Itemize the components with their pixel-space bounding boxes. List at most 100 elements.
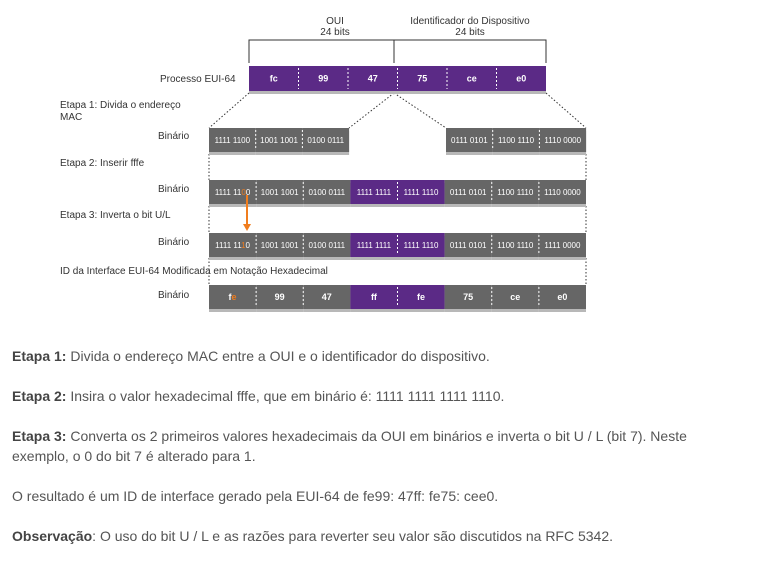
- bin-seg-7-text: 1111 0000: [544, 241, 581, 250]
- step3-label: Etapa 3: Inverta o bit U/L: [60, 210, 171, 221]
- bin-seg-1-text: 1001 1001: [261, 188, 299, 197]
- dotted-guides: [208, 92, 587, 285]
- note-paragraph: Observação: O uso do bit U / L e as razõ…: [12, 526, 747, 546]
- step1-paragraph: Etapa 1: Divida o endereço MAC entre a O…: [12, 346, 747, 366]
- result-hex-75-box: [444, 285, 492, 309]
- bin-seg-3-text: 1111 1111: [357, 241, 392, 250]
- oui-bin-box: [209, 128, 256, 152]
- result-hex-99-text: 99: [275, 292, 285, 302]
- result-hex-99-box: [256, 285, 304, 309]
- bin-seg-0-text: 1111 1110: [215, 241, 250, 250]
- step1-label-line1: Etapa 1: Divida o endereço: [60, 100, 181, 111]
- mac-hex-75-text: 75: [417, 74, 427, 84]
- dev-bin-box: [539, 128, 587, 152]
- oui-title: OUI: [326, 16, 344, 27]
- result-hex-75-text: 75: [463, 292, 473, 302]
- result-hex-ce-box: [491, 285, 539, 309]
- dev-bin-box: [492, 128, 540, 152]
- dev-bin-text: 1110 0000: [544, 136, 581, 145]
- step3-binary-label: Binário: [158, 237, 190, 248]
- mac-hex-75-box: [397, 66, 447, 91]
- step3-paragraph-text: Converta os 2 primeiros valores hexadeci…: [12, 428, 687, 464]
- bin-seg-2-text: 0100 0111: [308, 188, 345, 197]
- result-hex-fe-text: fe: [229, 292, 237, 302]
- bin-seg-5-text: 0111 0101: [450, 188, 487, 197]
- result-paragraph: O resultado é um ID de interface gerado …: [12, 486, 747, 506]
- bin-seg-1-box: [256, 233, 304, 257]
- step2-paragraph-text: Insira o valor hexadecimal fffe, que em …: [66, 388, 505, 404]
- bin-seg-2-box: [303, 180, 351, 204]
- step3-paragraph: Etapa 3: Converta os 2 primeiros valores…: [12, 426, 747, 466]
- bin-seg-1-box: [256, 180, 304, 204]
- oui-bin-box: [302, 128, 350, 152]
- ul-bit-arrow: [243, 195, 251, 231]
- mac-hex-e0-box: [496, 66, 546, 91]
- dev-bin-text: 0111 0101: [451, 136, 488, 145]
- step3-binary-bar: 1111 1110 1001 1001 0100 0111 1111 1111 1111…: [209, 233, 586, 260]
- device-id-title: Identificador do Dispositivo: [410, 16, 530, 27]
- bin-seg-6-text: 1100 1110: [497, 188, 534, 197]
- bin-seg-0-box: [209, 233, 257, 257]
- step2-label: Etapa 2: Inserir fffe: [60, 158, 145, 169]
- result-hex-47-box: [303, 285, 351, 309]
- bin-seg-4-text: 1111 1110: [404, 241, 439, 250]
- step1-label-line2: MAC: [60, 112, 82, 123]
- note-paragraph-bold: Observação: [12, 528, 93, 544]
- mac-hex-fc-box: [249, 66, 299, 91]
- bin-seg-3-box: [350, 233, 398, 257]
- oui-device-bracket: [248, 39, 547, 63]
- mac-hex-99-box: [298, 66, 348, 91]
- bin-seg-5-box: [444, 180, 492, 204]
- mac-hex-bar: fc 99 47 75 ce e0: [249, 66, 546, 94]
- oui-bin-text: 1001 1001: [260, 136, 298, 145]
- bin-seg-3-box: [350, 180, 398, 204]
- result-hex-ff-box: [350, 285, 398, 309]
- bin-seg-7-box: [538, 233, 586, 257]
- result-binary-label: Binário: [158, 290, 190, 301]
- device-id-bits: 24 bits: [455, 27, 484, 38]
- result-paragraph-text: O resultado é um ID de interface gerado …: [12, 488, 499, 504]
- result-hex-ff-text: ff: [371, 292, 378, 302]
- bin-seg-2-text: 0100 0111: [308, 241, 345, 250]
- bin-seg-5-text: 0111 0101: [450, 241, 487, 250]
- mac-hex-47-text: 47: [368, 74, 378, 84]
- dev-bin-box: [446, 128, 493, 152]
- mac-hex-47-box: [348, 66, 398, 91]
- step2-binary-bar: 1111 1100 1001 1001 0100 0111 1111 1111 1111…: [209, 180, 586, 207]
- step1-paragraph-text: Divida o endereço MAC entre a OUI e o id…: [66, 348, 490, 364]
- step1-binary-label: Binário: [158, 131, 190, 142]
- note-paragraph-text: : O uso do bit U / L e as razões para re…: [92, 528, 614, 544]
- oui-bin-text: 1111 1100: [215, 136, 251, 145]
- bin-seg-3-text: 1111 1111: [357, 188, 392, 197]
- step2-paragraph: Etapa 2: Insira o valor hexadecimal fffe…: [12, 386, 747, 406]
- bin-seg-5-box: [444, 233, 492, 257]
- mac-hex-99-text: 99: [318, 74, 328, 84]
- bin-seg-2-box: [303, 233, 351, 257]
- step2-paragraph-bold: Etapa 2:: [12, 388, 67, 404]
- result-hex-e0-box: [538, 285, 586, 309]
- mac-hex-e0-text: e0: [516, 74, 526, 84]
- oui-bits: 24 bits: [320, 27, 349, 38]
- result-hex-47-text: 47: [322, 292, 332, 302]
- oui-bin-text: 0100 0111: [307, 136, 344, 145]
- mac-hex-fc-text: fc: [270, 74, 278, 84]
- bin-seg-7-box: [538, 180, 586, 204]
- mac-hex-ce-box: [447, 66, 497, 91]
- bin-seg-6-text: 1100 1110: [497, 241, 534, 250]
- result-label: ID da Interface EUI-64 Modificada em Not…: [60, 266, 328, 277]
- result-hex-fe-box: [397, 285, 445, 309]
- result-hex-fe-text: fe: [417, 292, 425, 302]
- bin-seg-4-text: 1111 1110: [404, 188, 439, 197]
- step3-paragraph-bold: Etapa 3:: [12, 428, 67, 444]
- bin-seg-4-box: [397, 233, 445, 257]
- step2-binary-label: Binário: [158, 184, 190, 195]
- bin-seg-1-text: 1001 1001: [261, 241, 299, 250]
- step1-paragraph-bold: Etapa 1:: [12, 348, 67, 364]
- bin-seg-0-text: 1111 1100: [215, 188, 251, 197]
- oui-bin-box: [255, 128, 303, 152]
- mac-hex-ce-text: ce: [467, 74, 477, 84]
- bin-seg-0-box: [209, 180, 257, 204]
- eui-process-label: Processo EUI-64: [160, 74, 236, 85]
